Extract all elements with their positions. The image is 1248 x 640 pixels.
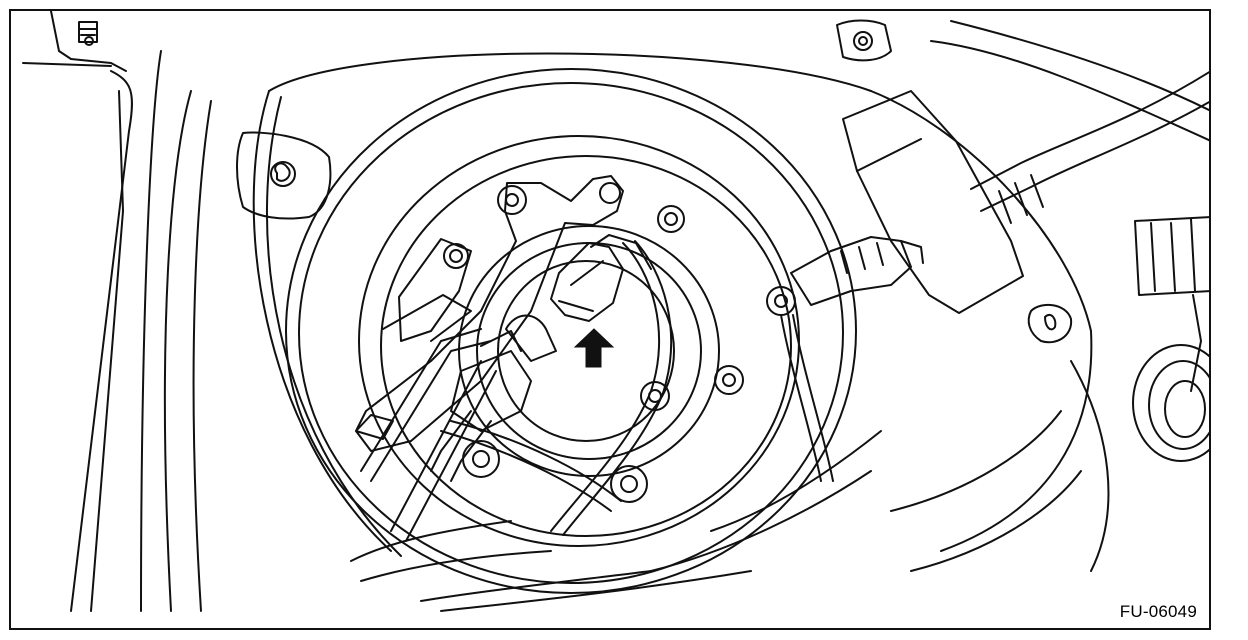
fuel-pump-diagram [22,11,1209,612]
right-mounting-tab [1027,303,1073,344]
pump-electrical-connector [550,234,673,536]
bottom-contours [440,430,882,612]
wiring-harness [842,71,1209,314]
harness-connector [766,236,924,482]
diagram-frame: FU-06049 [9,9,1211,630]
pipe-bundle [350,238,652,602]
pump-bracket [355,175,624,452]
fuel-hose-connector [430,314,557,482]
figure-code: FU-06049 [1119,602,1197,621]
pump-mounting-rings [285,68,857,594]
top-right-bolt-icon [836,19,892,62]
left-mounting-tab [236,131,332,220]
fuel-line-loop [440,420,622,512]
ring-bolt-icon [443,185,744,503]
arrow-up-icon [573,328,615,368]
service-hole-panel [252,52,1093,557]
right-body-contours [890,20,1209,572]
grommet [1132,216,1209,462]
left-body-panel [22,11,212,612]
top-left-bolt-icon [78,21,98,46]
